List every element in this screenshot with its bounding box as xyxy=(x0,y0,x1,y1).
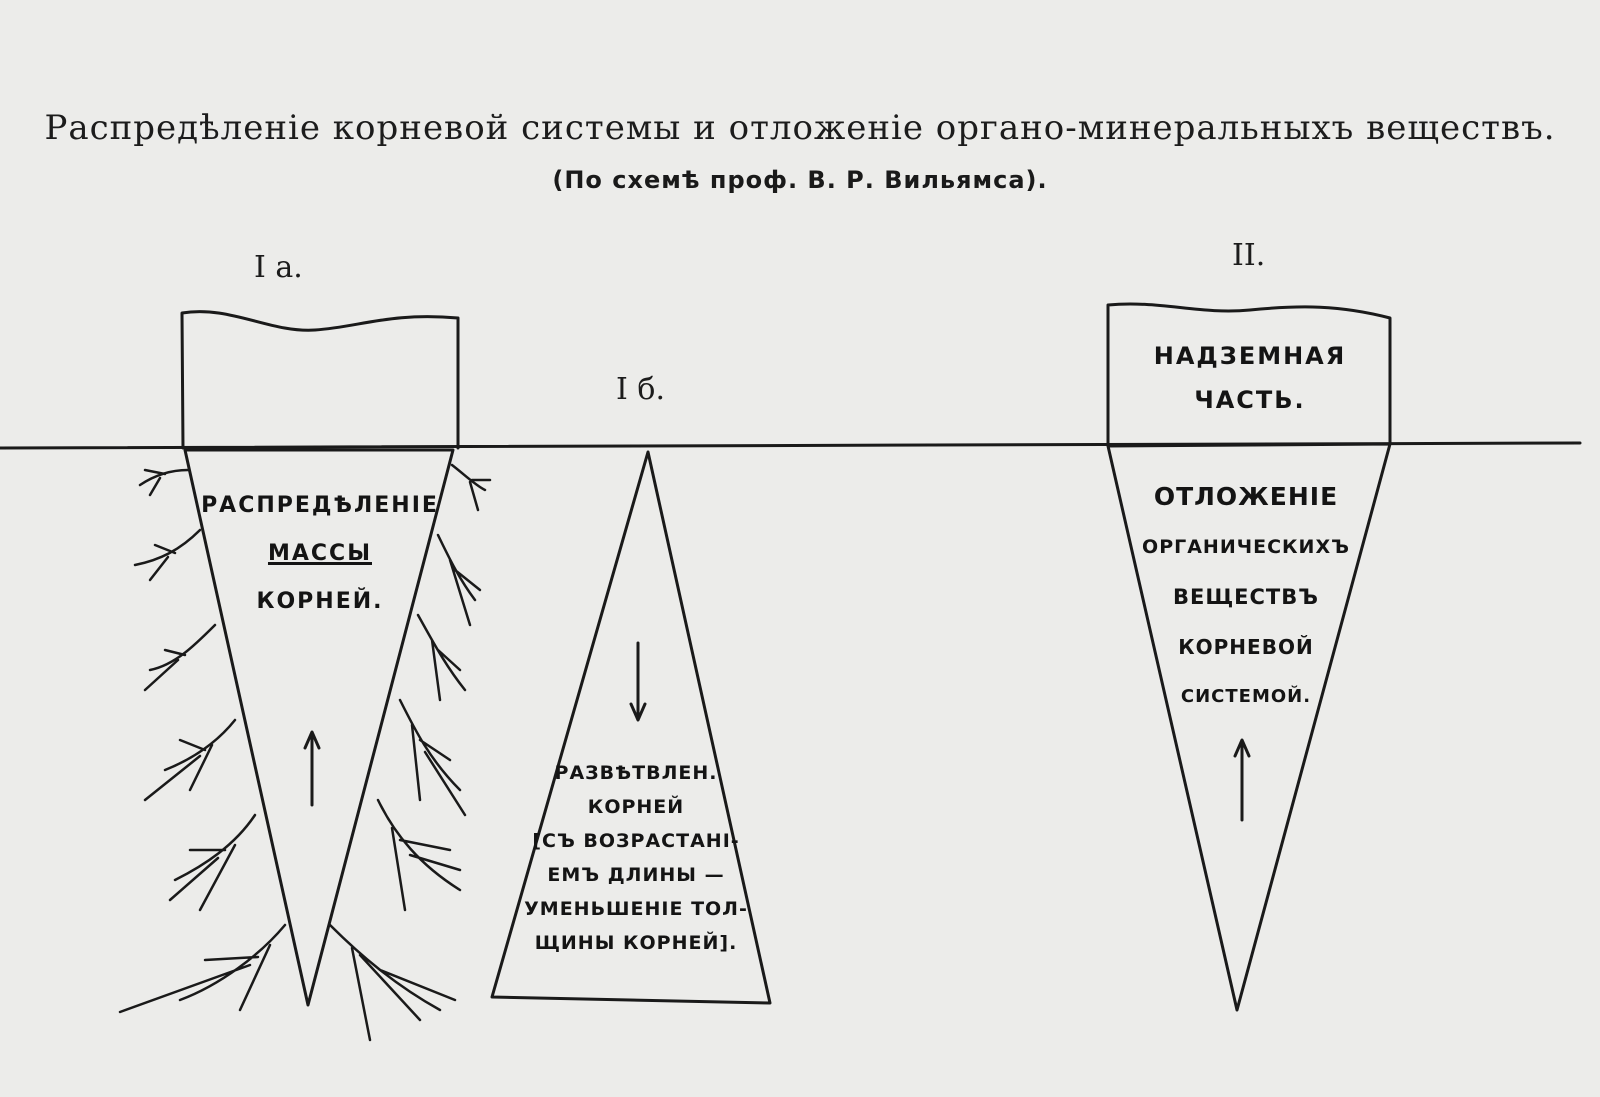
ib-caption-line: КОРНЕЙ xyxy=(587,796,685,818)
ii-caption-line: КОРНЕВОЙ xyxy=(1178,635,1314,659)
ib-caption-line: РАЗВѢТВЛЕН. xyxy=(554,762,718,784)
up-arrow-icon xyxy=(1233,738,1251,822)
ia-caption-line: РАСПРЕДѢЛЕНІЕ xyxy=(201,493,439,518)
ia-roots-left xyxy=(118,468,287,1014)
ib-caption: РАЗВѢТВЛЕН. КОРНЕЙ [СЪ ВОЗРАСТАНІ- ЕМЪ Д… xyxy=(508,756,764,960)
down-arrow-icon xyxy=(629,641,647,722)
ii-deposit-triangle xyxy=(1106,442,1392,1012)
ii-caption-line: СИСТЕМОЙ. xyxy=(1180,686,1312,707)
ia-above-ground-block xyxy=(180,310,460,450)
ii-top-caption: НАДЗЕМНАЯ ЧАСТЬ. xyxy=(1120,334,1380,422)
label-ii: II. xyxy=(1232,238,1266,273)
up-arrow-icon xyxy=(303,730,321,807)
ib-caption-line: ЕМЪ ДЛИНЫ — xyxy=(547,864,725,886)
ii-caption: ОТЛОЖЕНІЕ ОРГАНИЧЕСКИХЪ ВЕЩЕСТВЪ КОРНЕВО… xyxy=(1124,472,1368,722)
ib-root-triangle xyxy=(490,450,772,1005)
ii-top-caption-line: НАДЗЕМНАЯ xyxy=(1153,342,1347,370)
ib-caption-line: [СЪ ВОЗРАСТАНІ- xyxy=(532,830,740,852)
ii-caption-line: ВЕЩЕСТВЪ xyxy=(1172,585,1319,609)
ia-roots-right xyxy=(328,463,492,1042)
ib-caption-line: ЩИНЫ КОРНЕЙ]. xyxy=(534,932,738,954)
ib-caption-line: УМЕНЬШЕНІЕ ТОЛ- xyxy=(524,898,748,920)
ia-root-triangle xyxy=(183,448,455,1007)
ii-above-ground-block xyxy=(1106,302,1392,447)
ia-caption-line: МАССЫ xyxy=(267,541,372,566)
ia-caption-line: КОРНЕЙ. xyxy=(256,589,384,614)
ii-top-caption-line: ЧАСТЬ. xyxy=(1194,386,1306,414)
ii-caption-line: ОТЛОЖЕНІЕ xyxy=(1153,482,1339,511)
label-ia: I a. xyxy=(254,250,303,285)
ii-caption-line: ОРГАНИЧЕСКИХЪ xyxy=(1142,536,1350,558)
page-title: Распредѣленіе корневой системы и отложен… xyxy=(44,108,1556,148)
label-ib: I б. xyxy=(616,372,665,407)
ia-caption: РАСПРЕДѢЛЕНІЕ МАССЫ КОРНЕЙ. xyxy=(200,482,440,626)
page-subtitle: (По схемѣ проф. В. Р. Вильямса). xyxy=(552,166,1048,194)
